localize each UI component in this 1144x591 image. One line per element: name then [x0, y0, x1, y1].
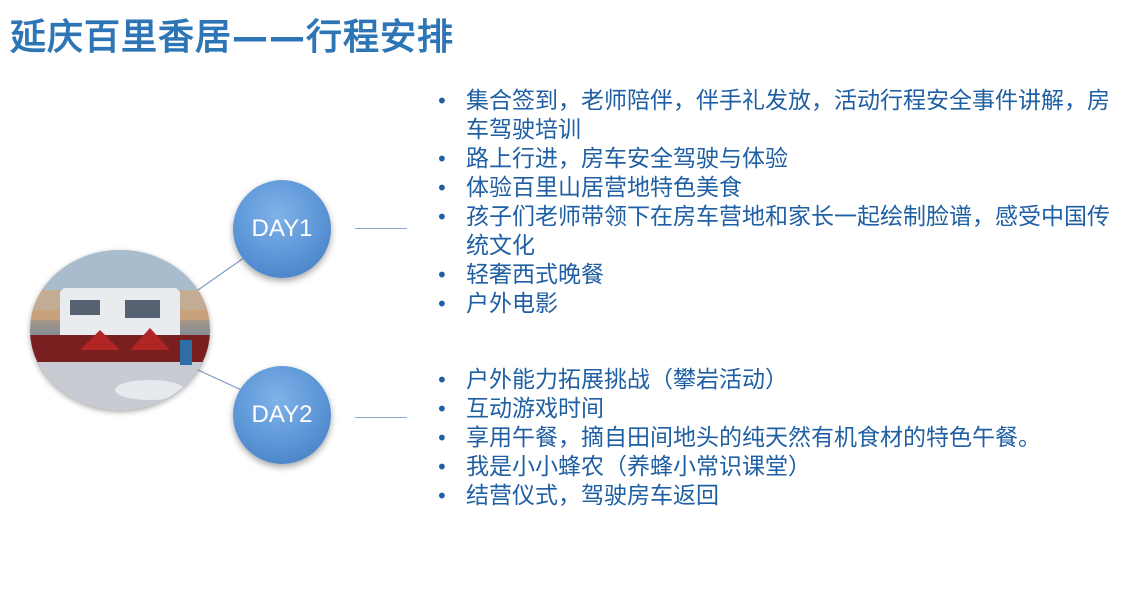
- list-item: 结营仪式，驾驶房车返回: [432, 482, 1132, 511]
- list-item: 孩子们老师带领下在房车营地和家长一起绘制脸谱，感受中国传统文化: [432, 203, 1132, 261]
- photo-to-day1-line: [197, 254, 249, 291]
- page-title: 延庆百里香居——行程安排: [10, 17, 455, 58]
- list-item: 路上行进，房车安全驾驶与体验: [432, 145, 1132, 174]
- day2-schedule-list: 户外能力拓展挑战（攀岩活动） 互动游戏时间 享用午餐，摘自田间地头的纯天然有机食…: [432, 366, 1132, 511]
- list-item: 体验百里山居营地特色美食: [432, 174, 1132, 203]
- rv-campsite-photo: [30, 250, 210, 410]
- list-item: 互动游戏时间: [432, 395, 1132, 424]
- list-item: 户外能力拓展挑战（攀岩活动）: [432, 366, 1132, 395]
- list-item: 集合签到，老师陪伴，伴手礼发放，活动行程安全事件讲解，房车驾驶培训: [432, 87, 1132, 145]
- day1-circle: DAY1: [233, 180, 331, 278]
- list-item: 我是小小蜂农（养蜂小常识课堂）: [432, 453, 1132, 482]
- list-item: 轻奢西式晚餐: [432, 261, 1132, 290]
- list-item: 户外电影: [432, 290, 1132, 319]
- day1-connector: [355, 228, 407, 229]
- list-item: 享用午餐，摘自田间地头的纯天然有机食材的特色午餐。: [432, 424, 1132, 453]
- day2-circle: DAY2: [233, 366, 331, 464]
- day2-connector: [355, 417, 407, 418]
- day1-schedule-list: 集合签到，老师陪伴，伴手礼发放，活动行程安全事件讲解，房车驾驶培训 路上行进，房…: [432, 87, 1132, 319]
